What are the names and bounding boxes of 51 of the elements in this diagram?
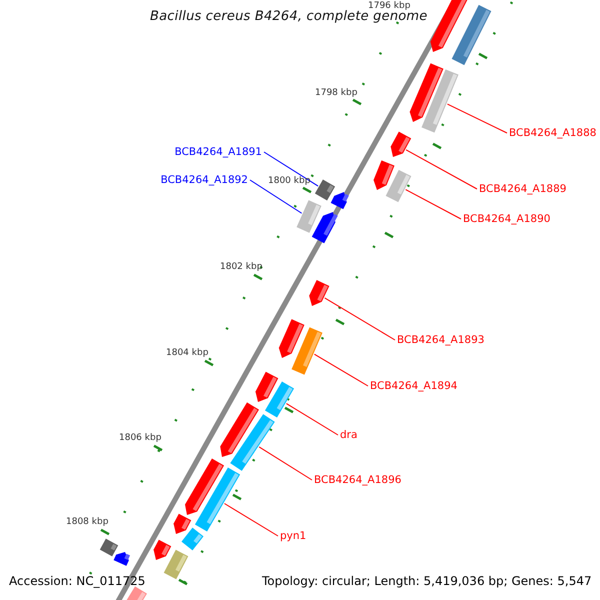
gene-segment bbox=[124, 586, 147, 600]
gene-label: BCB4264_A1894 bbox=[370, 380, 458, 392]
scale-label: 1802 kbp bbox=[220, 261, 262, 273]
gene-segment bbox=[374, 160, 394, 190]
leader-line bbox=[250, 180, 302, 214]
leader-line bbox=[324, 297, 396, 340]
leader-line bbox=[446, 104, 508, 134]
leader-line bbox=[406, 149, 478, 190]
gene-segment bbox=[164, 550, 188, 580]
scale-label: 1800 kbp bbox=[268, 175, 310, 187]
scale-label: 1808 kbp bbox=[66, 516, 108, 528]
gene-segment bbox=[182, 528, 204, 550]
gene-label: BCB4264_A1889 bbox=[479, 183, 566, 195]
gene-segment bbox=[422, 69, 458, 133]
gene-segment bbox=[264, 381, 294, 418]
gene-label: pyn1 bbox=[280, 530, 306, 542]
gene-segment bbox=[312, 212, 338, 244]
gene-segment bbox=[114, 552, 130, 566]
gene-label: BCB4264_A1888 bbox=[509, 127, 596, 139]
gene-segment bbox=[452, 4, 492, 66]
gene-segment bbox=[386, 170, 412, 202]
gene-segment bbox=[174, 514, 192, 534]
gene-label: BCB4264_A1893 bbox=[397, 334, 484, 346]
gene-segment bbox=[309, 280, 330, 306]
leader-line bbox=[314, 354, 368, 386]
gene-label: BCB4264_A1890 bbox=[463, 213, 550, 225]
gene-label: dra bbox=[340, 429, 358, 441]
gene-segment bbox=[194, 468, 240, 532]
gene-segment bbox=[230, 414, 275, 471]
genome-info-text: Topology: circular; Length: 5,419,036 bp; Genes: 5,547 bbox=[262, 575, 592, 587]
gene-segment bbox=[100, 538, 118, 556]
scale-label: 1796 kbp bbox=[368, 0, 410, 12]
gene-segment bbox=[330, 192, 349, 210]
accession-text: Accession: NC_011725 bbox=[9, 575, 146, 587]
gene-label: BCB4264_A1896 bbox=[314, 474, 402, 486]
gene-segment bbox=[296, 200, 322, 233]
gene-label: BCB4264_A1891 bbox=[174, 146, 262, 158]
leader-line bbox=[286, 403, 338, 436]
leader-line bbox=[224, 503, 278, 536]
scale-label: 1806 kbp bbox=[119, 432, 162, 444]
gene-segment bbox=[154, 540, 172, 560]
leader-line bbox=[405, 189, 462, 220]
title: Bacillus cereus B4264, complete genome bbox=[150, 11, 428, 23]
gene-label: BCB4264_A1892 bbox=[160, 174, 248, 186]
leader-line bbox=[258, 446, 312, 480]
gene-segment bbox=[390, 132, 412, 157]
gene-segment bbox=[314, 180, 336, 200]
gene-segment bbox=[292, 327, 322, 375]
scale-label: 1798 kbp bbox=[315, 87, 358, 99]
leader-line bbox=[264, 152, 319, 187]
scale-label: 1804 kbp bbox=[166, 347, 208, 359]
